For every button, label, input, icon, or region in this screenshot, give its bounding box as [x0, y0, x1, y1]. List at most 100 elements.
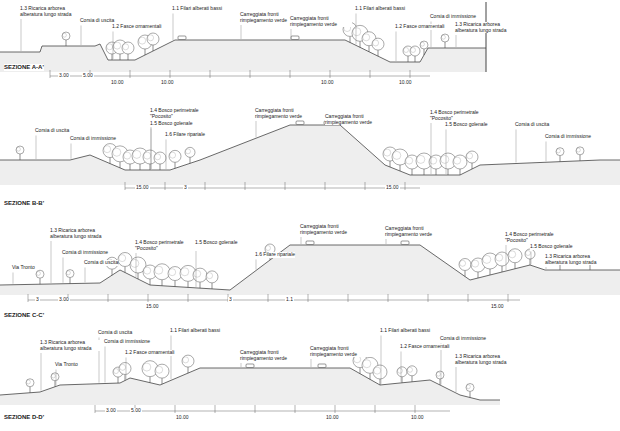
tree-crown-detail	[483, 255, 491, 263]
tree-crown	[122, 42, 134, 54]
tree-trunk	[400, 165, 401, 171]
tree-trunk	[112, 269, 113, 275]
tree-trunk	[402, 377, 403, 383]
tree-crown	[36, 270, 44, 278]
dimension-tick	[405, 182, 406, 190]
dimension-tick	[370, 70, 371, 78]
tree-trunk	[465, 271, 466, 277]
callout-label: Corsia di uscita	[515, 122, 549, 128]
tree-trunk	[162, 280, 163, 286]
tree-crown	[508, 249, 522, 263]
tree-crown-detail	[51, 374, 55, 378]
tree-crown	[410, 46, 420, 56]
dimension-tick	[415, 405, 416, 413]
tree-trunk	[424, 49, 425, 55]
tree-crown	[556, 148, 564, 156]
dimension-tick	[375, 405, 376, 413]
tree-crown-detail	[526, 251, 531, 256]
dimension-label: 3.00	[58, 297, 70, 303]
tree-crown-detail	[36, 271, 40, 275]
leader-line	[105, 347, 106, 383]
tree-crown	[16, 146, 24, 154]
dimension-tick	[325, 182, 326, 190]
tree-crown	[182, 355, 194, 367]
dimension-tick	[290, 70, 291, 78]
callout-label: 1.2 Fasce ornamentali	[125, 350, 174, 356]
tree-crown-detail	[170, 152, 176, 158]
dimension-tick	[188, 294, 189, 302]
callout-label: 1.3 Ricarica arborea alberatura lungo st…	[20, 6, 82, 17]
callout-label: 1.3 Ricarica arborea alberatura lungo st…	[455, 22, 517, 33]
dimension-tick	[295, 405, 296, 413]
tree-crown-detail	[144, 152, 151, 159]
tree-crown-detail	[266, 246, 271, 251]
dimension-label: 3	[35, 297, 40, 303]
dimension-line	[125, 188, 420, 189]
tree-crown-detail	[114, 369, 119, 374]
tree-trunk	[130, 164, 131, 170]
tree-crown	[119, 363, 131, 375]
tree-trunk	[20, 154, 21, 160]
tree-trunk	[138, 273, 139, 279]
tree-crown-detail	[156, 366, 163, 373]
section-title: SEZIONE B-B'	[4, 200, 44, 207]
section-title: SEZIONE C-C'	[4, 312, 44, 319]
dimension-tick	[268, 294, 269, 302]
callout-label: 1.1 Filari alberati bassi	[380, 328, 430, 334]
dimension-label: 10.00	[398, 80, 413, 86]
tree-crown-detail	[16, 147, 20, 151]
leader-line	[256, 121, 257, 137]
dimension-tick	[308, 294, 309, 302]
leader-line	[173, 14, 174, 41]
ground-profile	[0, 40, 486, 62]
dimension-tick	[365, 182, 366, 190]
callout-label: Corsia di uscita	[98, 330, 132, 336]
dimension-label: 3	[228, 297, 233, 303]
tree-crown-detail	[363, 360, 371, 368]
tree-crown-detail	[556, 149, 560, 153]
dimension-label: 10.00	[410, 415, 425, 421]
callout-label: Corsia di immissione	[70, 136, 116, 142]
tree-crown-detail	[353, 28, 361, 36]
tree-crown	[169, 150, 181, 162]
leader-line	[291, 29, 292, 39]
leader-line	[13, 273, 14, 284]
tree-crown	[466, 384, 474, 392]
leader-line	[51, 241, 52, 283]
car-symbol	[178, 36, 186, 40]
leader-line	[431, 123, 432, 174]
callout-label: 1.6 Filare ripariale	[255, 252, 295, 258]
tree-trunk	[140, 164, 141, 170]
callout-label: Corsia di immissione	[62, 250, 108, 256]
callout-label: 1.5 Bosco golenale	[530, 244, 573, 250]
tree-trunk	[125, 375, 126, 381]
section-title: SEZIONE A-A'	[4, 64, 44, 71]
dimension-tick	[255, 405, 256, 413]
dimension-line	[50, 76, 430, 77]
tree-crown-detail	[144, 267, 151, 274]
leader-line	[311, 359, 312, 367]
tree-crown-detail	[398, 368, 403, 373]
tree-trunk	[175, 281, 176, 287]
tree-crown-detail	[441, 35, 445, 39]
tree-crown-detail	[496, 254, 503, 261]
tree-trunk	[378, 50, 379, 56]
tree-crown	[495, 252, 509, 266]
tree-trunk	[188, 281, 189, 287]
callout-label: Corsia di uscita	[35, 128, 69, 134]
tree-crown-detail	[114, 42, 121, 49]
callout-label: 1.1 Filari alberati bassi	[170, 328, 220, 334]
tree-trunk	[110, 158, 111, 164]
tree-trunk	[530, 259, 531, 265]
dimension-label: 5.00	[82, 73, 94, 79]
callout-label: 1.4 Bosco perimetrale "Pocosito"	[430, 110, 492, 121]
tree-trunk	[445, 42, 446, 48]
tree-crown	[154, 152, 166, 164]
leader-line	[151, 121, 152, 169]
dimension-tick	[285, 182, 286, 190]
tree-crown	[51, 373, 59, 381]
tree-crown-detail	[133, 150, 141, 158]
tree-crown-detail	[393, 151, 401, 159]
ground-fill	[0, 245, 620, 295]
tree-trunk	[66, 40, 67, 46]
